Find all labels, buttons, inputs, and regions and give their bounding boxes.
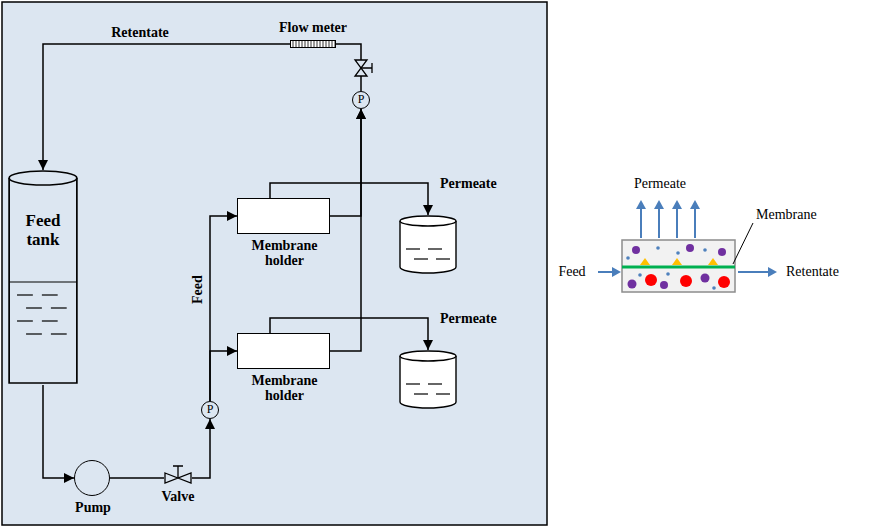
node-label: Membrane holder [245,373,325,404]
pipe-connector [110,477,164,479]
node-label: Feed tank [8,212,78,249]
permeate-beaker: Permeate [398,215,458,275]
node-label: P [358,93,365,106]
illustration-label: Membrane [756,207,817,222]
flow-label: Retentate [109,25,171,40]
node-label: P [207,403,214,416]
node-label: Flow meter [279,20,347,35]
pressure-gauge: P [352,91,370,109]
flow-label: Feed [189,274,204,307]
illustration-label: Retentate [786,264,839,279]
feed-tank: Feed tank [8,170,78,385]
membrane-holder: Membrane holder [237,333,330,369]
node-label: Membrane holder [245,238,325,269]
pressure-gauge: P [201,401,219,419]
node-label: Pump [75,500,111,515]
node-label: Valve [162,489,195,504]
pipe-connector [210,216,237,401]
illustration-label: Permeate [634,176,686,191]
node-label: Permeate [440,311,497,326]
membrane-holder: Membrane holder [237,198,330,234]
pump-symbol: Pump [74,460,110,496]
illustration-label: Feed [558,264,585,279]
pipe-connector [336,44,361,91]
pipe-connector [43,44,290,170]
valve-symbol: Valve [164,470,192,486]
pipe-connector [192,419,210,478]
flow-meter: Flow meter [290,40,336,48]
node-label: Permeate [440,176,497,191]
pipe-connector [43,385,74,478]
pipe-connector [330,109,361,351]
pipe-connector [330,109,361,216]
pipe-connector [210,351,237,401]
permeate-beaker: Permeate [398,350,458,410]
membrane-illustration [598,200,777,292]
